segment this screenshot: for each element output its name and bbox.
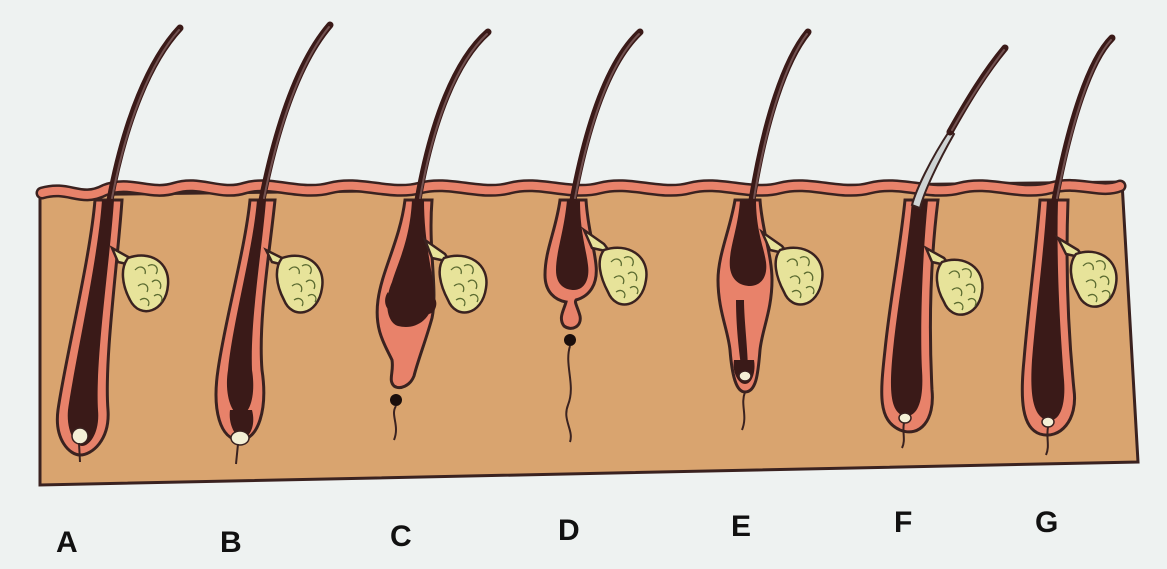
dermal-papilla — [899, 413, 911, 423]
dermal-papilla — [739, 371, 751, 381]
label-f: F — [894, 506, 912, 539]
dermal-papilla — [564, 334, 576, 346]
label-a: A — [56, 526, 78, 559]
label-c: C — [390, 520, 412, 553]
label-d: D — [558, 514, 580, 547]
label-g: G — [1035, 506, 1058, 539]
label-b: B — [220, 526, 242, 559]
dermal-papilla — [231, 431, 249, 445]
epidermis-surface — [42, 185, 1120, 194]
dermal-papilla — [72, 428, 88, 444]
dermal-papilla — [390, 394, 402, 406]
label-e: E — [731, 510, 751, 543]
dermal-papilla — [1042, 417, 1054, 427]
